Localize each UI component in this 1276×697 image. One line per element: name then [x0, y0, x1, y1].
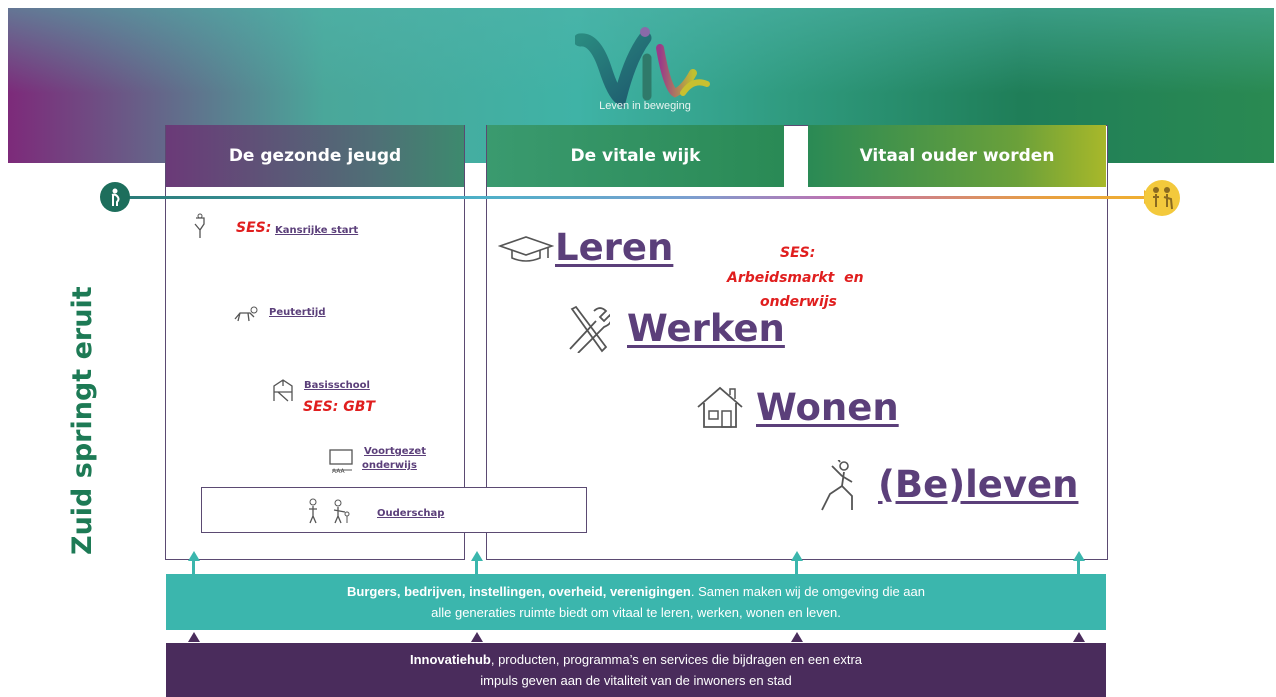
link-beleven[interactable]: (Be)leven — [878, 463, 1079, 506]
teal-arrow-1 — [188, 551, 200, 561]
link-leren[interactable]: Leren — [555, 226, 674, 269]
svg-text:AAA: AAA — [332, 468, 346, 474]
ses-label-kansrijke: SES: — [236, 220, 272, 236]
ses-label-gbt: SES: GBT — [303, 399, 375, 415]
innovatiehub-line1: Innovatiehub, producten, programma’s en … — [166, 649, 1106, 670]
purple-arrow-1 — [188, 632, 200, 642]
life-timeline — [120, 196, 1150, 199]
teal-arrow-stem-3 — [795, 560, 798, 574]
column-header-jeugd: De gezonde jeugd — [166, 125, 464, 187]
innovatiehub-line2: impuls geven aan de vitaliteit van de in… — [480, 673, 792, 688]
stakeholders-line1: Burgers, bedrijven, instellingen, overhe… — [166, 581, 1106, 602]
playground-icon — [273, 379, 293, 402]
innovatiehub-bar: Innovatiehub, producten, programma’s en … — [166, 643, 1106, 697]
stakeholders-bold: Burgers, bedrijven, instellingen, overhe… — [347, 584, 691, 599]
link-kansrijke-start[interactable]: Kansrijke start — [275, 225, 359, 236]
column-header-ouder: Vitaal ouder worden — [808, 125, 1106, 187]
teal-arrow-4 — [1073, 551, 1085, 561]
stakeholders-rest: . Samen maken wij de omgeving die aan — [690, 584, 925, 599]
teal-arrow-2 — [471, 551, 483, 561]
innovatiehub-rest: , producten, programma’s en services die… — [490, 652, 863, 667]
link-ouderschap[interactable]: Ouderschap — [377, 508, 445, 519]
stakeholders-bar: Burgers, bedrijven, instellingen, overhe… — [166, 574, 1106, 630]
classroom-icon: AAA — [329, 449, 353, 474]
ses-arbeidsmarkt-line2: Arbeidsmarkt en — [727, 270, 864, 286]
vitaal-logo — [575, 27, 710, 109]
elderly-couple-icon — [1144, 180, 1180, 216]
side-title: Zuid springt eruit — [67, 286, 98, 555]
column-header-wijk: De vitale wijk — [487, 125, 784, 187]
yoga-pose-icon — [821, 460, 853, 511]
logo-tagline: Leven in beweging — [599, 100, 691, 112]
stakeholders-line2: alle generaties ruimte biedt om vitaal t… — [431, 605, 841, 620]
pregnant-person-icon — [100, 182, 130, 212]
teal-arrow-stem-4 — [1077, 560, 1080, 574]
teal-arrow-3 — [791, 551, 803, 561]
link-voortgezet-line2[interactable]: onderwijs — [362, 460, 417, 471]
link-werken[interactable]: Werken — [627, 307, 785, 350]
innovatiehub-bold: Innovatiehub — [409, 652, 491, 667]
ouderschap-box — [201, 487, 587, 533]
purple-arrow-4 — [1073, 632, 1085, 642]
graduation-cap-icon — [498, 236, 554, 262]
baby-bottle-icon — [194, 213, 205, 238]
ses-arbeidsmarkt-line1: SES: — [780, 245, 816, 261]
link-voortgezet-line1[interactable]: Voortgezet — [364, 446, 426, 457]
tools-icon — [569, 305, 610, 353]
purple-arrow-3 — [791, 632, 803, 642]
purple-arrow-2 — [471, 632, 483, 642]
link-peutertijd[interactable]: Peutertijd — [269, 307, 326, 318]
link-basisschool[interactable]: Basisschool — [304, 380, 370, 391]
house-icon — [697, 386, 743, 428]
teal-arrow-stem-2 — [475, 560, 478, 574]
crawling-baby-icon — [234, 306, 258, 322]
parent-child-icon — [309, 498, 350, 524]
link-wonen[interactable]: Wonen — [756, 386, 899, 429]
ses-arbeidsmarkt-line3: onderwijs — [760, 294, 837, 310]
teal-arrow-stem-1 — [192, 560, 195, 574]
